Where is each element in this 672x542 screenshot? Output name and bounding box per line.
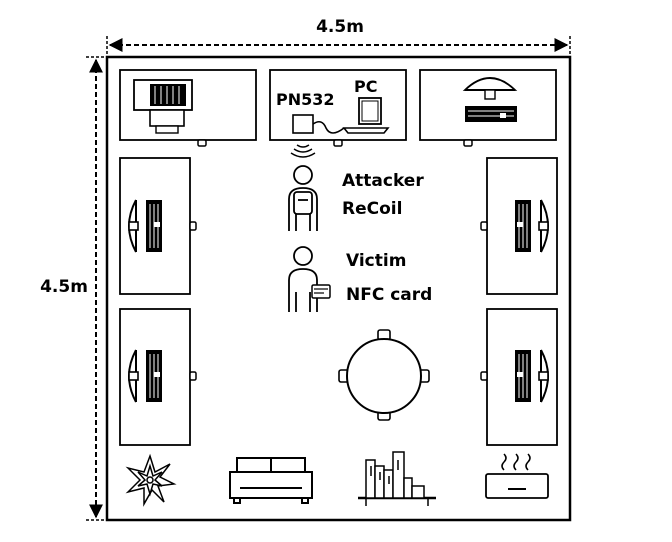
desk-top-right xyxy=(419,69,557,147)
laptop-icon xyxy=(342,97,390,134)
height-dimension: 4.5m xyxy=(40,56,105,521)
desk-top-left xyxy=(119,69,257,147)
computer-icon xyxy=(462,77,518,122)
pn532-label: PN532 xyxy=(276,90,335,109)
victim-person-icon xyxy=(288,246,318,312)
width-dimension: 4.5m xyxy=(106,17,571,55)
attacker-sublabel: ReCoil xyxy=(342,199,402,219)
desk-right-upper xyxy=(480,157,558,295)
wireless-signal-icon xyxy=(290,144,316,158)
desk-right-lower xyxy=(480,308,558,446)
sofa-icon xyxy=(229,457,313,504)
round-table xyxy=(338,329,430,421)
desk-left-upper xyxy=(119,157,197,295)
bookshelf-icon xyxy=(358,451,436,506)
victim-sublabel: NFC card xyxy=(346,285,432,305)
victim-label: Victim xyxy=(346,251,406,271)
air-conditioner-icon xyxy=(485,453,549,499)
plant-icon xyxy=(125,453,177,507)
nfc-card-icon xyxy=(311,284,331,299)
attacker-label: Attacker xyxy=(342,171,424,191)
pn532-reader-icon xyxy=(292,114,314,134)
height-label: 4.5m xyxy=(40,277,88,297)
desk-top-middle: PN532 PC xyxy=(269,69,407,158)
attacker-person-icon xyxy=(288,165,318,231)
desk-left-lower xyxy=(119,308,197,446)
printer-icon xyxy=(133,79,193,134)
width-label: 4.5m xyxy=(316,17,364,37)
pc-label: PC xyxy=(354,77,377,96)
